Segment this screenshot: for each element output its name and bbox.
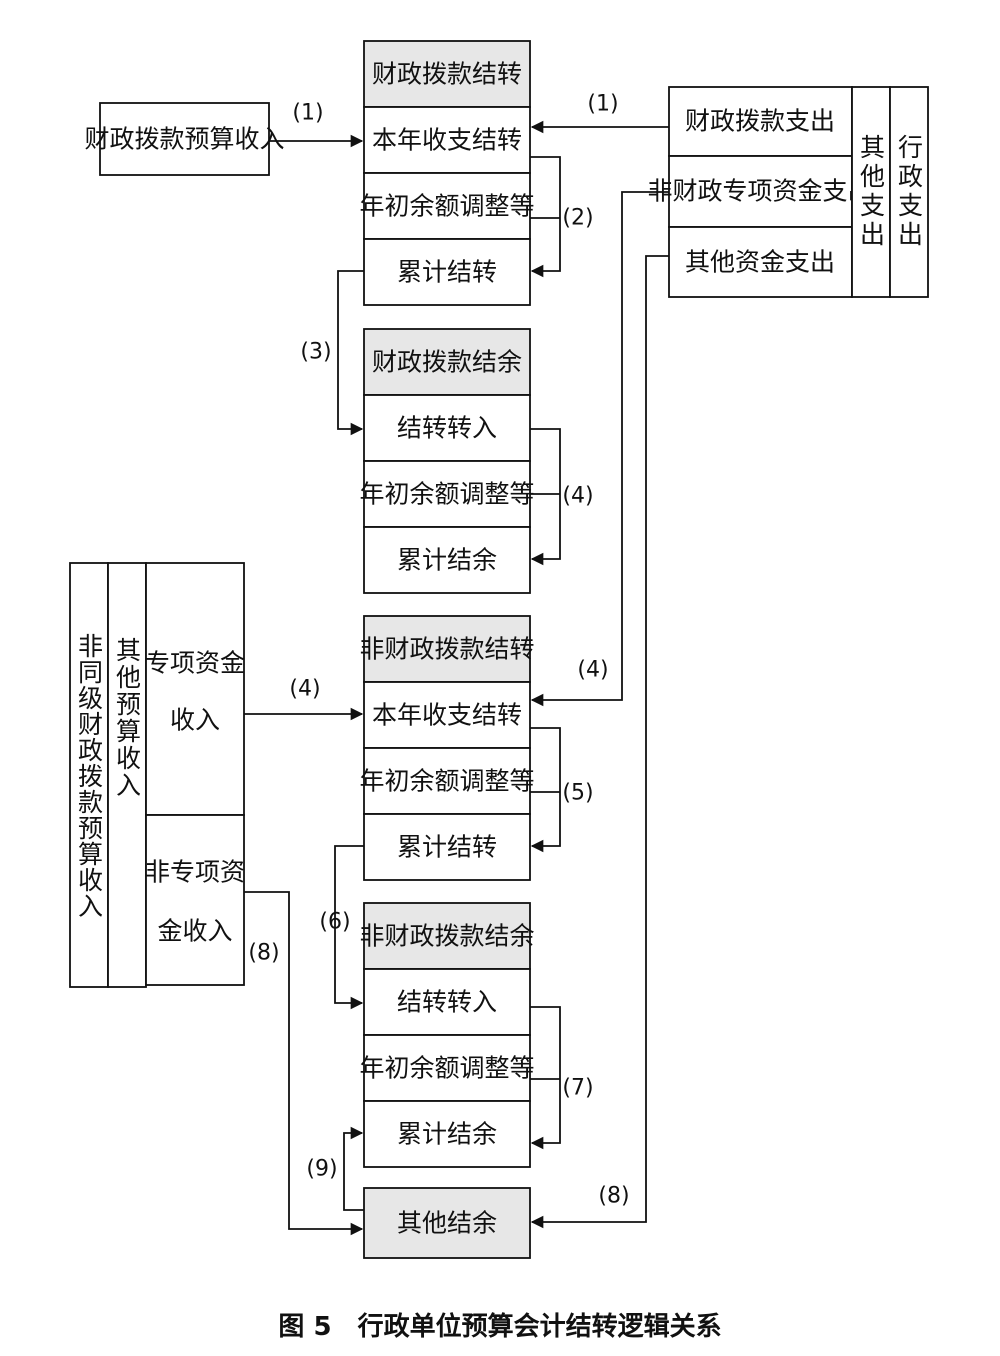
- nonfiscal-special-fund-expenditure: 非财政专项资金支出: [647, 177, 872, 206]
- non-same-level-fiscal-income-label: 非同级财政拨款预算收入: [75, 633, 104, 919]
- step-label-2: (2): [562, 206, 593, 231]
- arrow-6-carryover-to-surplus: [334, 845, 364, 1010]
- other-budget-income-label: 其他预算收入: [113, 637, 142, 799]
- step-label-4a: (4): [562, 484, 593, 509]
- block2-row-cumulative: 累计结余: [397, 546, 497, 575]
- block3-row-current-year: 本年收支结转: [372, 701, 522, 730]
- figure-caption: 图 5 行政单位预算会计结转逻辑关系: [278, 1312, 722, 1342]
- step-label-4b: (4): [289, 677, 320, 702]
- nonfiscal-surplus-header: 非财政拨款结余: [359, 922, 534, 951]
- block1-row-current-year: 本年收支结转: [372, 126, 522, 155]
- bracket-7: [530, 1006, 561, 1150]
- step-label-5: (5): [562, 781, 593, 806]
- other-surplus-block: 其他结余: [363, 1187, 531, 1259]
- step-label-9: (9): [306, 1157, 337, 1182]
- bracket-5: [530, 727, 561, 853]
- svg-text:财政拨款预算收入: 财政拨款预算收入: [84, 125, 284, 154]
- block4-row-transfer-in: 结转转入: [397, 988, 497, 1017]
- step-label-4c: (4): [577, 658, 608, 683]
- arrow-4-special-expenditure: [530, 191, 669, 707]
- step-label-8a: (8): [248, 941, 279, 966]
- nonfiscal-surplus-block: 非财政拨款结余 结转转入 年初余额调整等 累计结余: [359, 902, 535, 1168]
- bracket-2: [530, 156, 561, 278]
- block1-row-cumulative: 累计结转: [397, 258, 497, 287]
- fiscal-surplus-block: 财政拨款结余 结转转入 年初余额调整等 累计结余: [359, 328, 535, 594]
- arrow-3-carryover-to-surplus: [337, 270, 364, 436]
- step-label-3: (3): [300, 340, 331, 365]
- arrow-8-nonspecial-income: [244, 891, 364, 1236]
- fiscal-appropriation-expenditure: 财政拨款支出: [685, 107, 835, 136]
- step-label-6: (6): [319, 910, 350, 935]
- block4-row-adjustment: 年初余额调整等: [359, 1054, 534, 1083]
- block3-row-adjustment: 年初余额调整等: [359, 767, 534, 796]
- nonspecial-fund-income-line2: 金收入: [157, 917, 232, 946]
- administrative-expenditure-box: 财政拨款支出 非财政专项资金支出 其他资金支出 其他支出 行政支出: [647, 86, 929, 298]
- step-label-8b: (8): [598, 1184, 629, 1209]
- fiscal-carryover-block: 财政拨款结转 本年收支结转 年初余额调整等 累计结转: [359, 40, 535, 306]
- nonfiscal-carryover-header: 非财政拨款结转: [359, 635, 534, 664]
- fiscal-carryover-header: 财政拨款结转: [372, 60, 522, 89]
- flow-connectors: [244, 120, 669, 1236]
- fiscal-surplus-header: 财政拨款结余: [372, 348, 522, 377]
- step-label-1b: (1): [587, 92, 618, 117]
- special-fund-income-line2: 收入: [170, 706, 220, 735]
- nonspecial-fund-income-line1: 非专项资: [145, 858, 245, 887]
- other-fund-expenditure: 其他资金支出: [685, 248, 835, 277]
- other-budget-income-box: 非同级财政拨款预算收入 其他预算收入 专项资金 收入 非专项资 金收入: [69, 562, 245, 988]
- block2-row-adjustment: 年初余额调整等: [359, 480, 534, 509]
- block4-row-cumulative: 累计结余: [397, 1120, 497, 1149]
- fiscal-appropriation-income-box: 财政拨款预算收入: [84, 102, 285, 176]
- step-labels: (1) (1) (2) (3) (4) (4) (4) (5) (6) (7) …: [248, 92, 629, 1209]
- special-fund-income-line1: 专项资金: [145, 649, 245, 678]
- nonfiscal-carryover-block: 非财政拨款结转 本年收支结转 年初余额调整等 累计结转: [359, 615, 535, 881]
- other-expenditure-group-label: 其他支出: [857, 134, 886, 250]
- step-label-1a: (1): [292, 101, 323, 126]
- block1-row-adjustment: 年初余额调整等: [359, 192, 534, 221]
- arrow-9-other-to-cumulative: [343, 1126, 364, 1211]
- block3-row-cumulative: 累计结转: [397, 833, 497, 862]
- administrative-expenditure-group-label: 行政支出: [895, 134, 924, 250]
- arrow-8-other-expenditure: [530, 255, 669, 1229]
- step-label-7: (7): [562, 1076, 593, 1101]
- block2-row-transfer-in: 结转转入: [397, 414, 497, 443]
- other-surplus-header: 其他结余: [397, 1209, 497, 1238]
